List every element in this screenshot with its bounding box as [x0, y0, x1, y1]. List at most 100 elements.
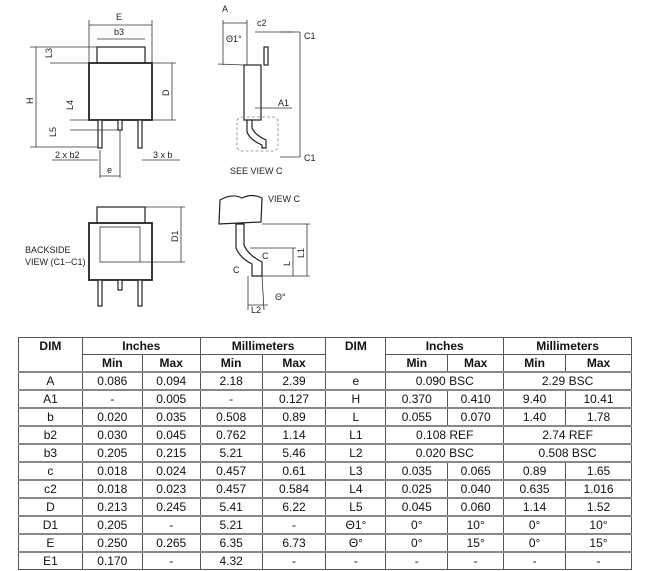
inches-span-cell: 0.090 BSC [385, 371, 505, 391]
inches-min-cell: - [81, 389, 143, 409]
inches-max-cell: 0.070 [447, 407, 505, 427]
mm-min-cell: 0.635 [503, 479, 567, 499]
package-drawing: E b3 L3 H D L4 L5 2 x b2 3 x b e A c2 C1… [25, 4, 316, 315]
mm-max-cell: 1.52 [565, 497, 632, 517]
dimensions-table: DIM Inches Millimeters DIM Inches Millim… [18, 337, 632, 570]
mm-max-cell: 10° [565, 515, 632, 535]
mm-span-cell: 2.29 BSC [503, 371, 632, 391]
label-theta1: Θ1° [226, 34, 242, 44]
mm-max-cell: 1.016 [565, 479, 632, 499]
mm-min-cell: 0.89 [503, 461, 567, 481]
dim-cell: E1 [18, 551, 83, 570]
inches-min-cell: 0.170 [81, 551, 143, 570]
dim-cell: Θ1° [325, 515, 387, 535]
mm-max-cell: 15° [565, 533, 632, 553]
mm-min-cell: 5.41 [199, 497, 263, 517]
label-L4: L4 [65, 100, 75, 110]
mm-max-cell: - [565, 551, 632, 570]
header-max: Max [141, 354, 201, 373]
side-view: A c2 C1 C1 Θ1° A1 SEE VIEW C [217, 4, 316, 176]
mm-min-cell: 0.762 [199, 425, 263, 445]
inches-min-cell: 0.018 [81, 479, 143, 499]
mm-min-cell: 0° [503, 515, 567, 535]
mm-max-cell: 0.89 [261, 407, 327, 427]
dim-cell: c [18, 461, 83, 481]
inches-min-cell: 0° [385, 533, 449, 553]
inches-max-cell: 0.040 [447, 479, 505, 499]
mm-max-cell: 1.78 [565, 407, 632, 427]
mm-max-cell: 1.14 [261, 425, 327, 445]
inches-max-cell: 0.024 [141, 461, 201, 481]
label-backside: BACKSIDE [25, 245, 71, 255]
inches-max-cell: 0.245 [141, 497, 201, 517]
header-dim: DIM [18, 337, 83, 373]
inches-min-cell: 0.205 [81, 443, 143, 463]
mm-min-cell: 0.457 [199, 479, 263, 499]
mm-span-cell: 2.74 REF [503, 425, 632, 445]
mm-min-cell: 9.40 [503, 389, 567, 409]
mm-min-cell: 0.508 [199, 407, 263, 427]
mm-max-cell: - [261, 515, 327, 535]
view-c: VIEW C L1 L C C Θ° L2 [218, 194, 310, 315]
inches-max-cell: 0.060 [447, 497, 505, 517]
inches-max-cell: 0.023 [141, 479, 201, 499]
inches-max-cell: 0.065 [447, 461, 505, 481]
inches-min-cell: 0.086 [81, 371, 143, 391]
dim-cell: b [18, 407, 83, 427]
dim-cell: b3 [18, 443, 83, 463]
label-view-c: VIEW C [268, 194, 301, 204]
header-min: Min [503, 354, 567, 373]
label-A: A [222, 4, 228, 14]
label-C-a: C [262, 251, 269, 261]
inches-span-cell: 0.020 BSC [385, 443, 505, 463]
inches-max-cell: 0.045 [141, 425, 201, 445]
mm-min-cell: - [199, 389, 263, 409]
label-3xb: 3 x b [153, 150, 173, 160]
mm-max-cell: 1.65 [565, 461, 632, 481]
dim-cell: b2 [18, 425, 83, 445]
label-e: e [107, 165, 112, 175]
header-max: Max [565, 354, 632, 373]
label-L: L [282, 261, 292, 266]
inches-min-cell: 0.030 [81, 425, 143, 445]
inches-max-cell: 10° [447, 515, 505, 535]
header-max: Max [447, 354, 505, 373]
label-E: E [116, 12, 122, 22]
label-L5: L5 [48, 127, 58, 137]
dim-cell: L [325, 407, 387, 427]
label-c2: c2 [257, 18, 267, 28]
table-subheader-row: Min Max Min Max Min Max Min Max [19, 354, 632, 373]
header-inches: Inches [385, 337, 505, 355]
dim-cell: D1 [18, 515, 83, 535]
mm-span-cell: 0.508 BSC [503, 443, 632, 463]
inches-max-cell: - [141, 551, 201, 570]
mm-min-cell: 1.14 [503, 497, 567, 517]
dim-cell: L1 [325, 425, 387, 445]
inches-max-cell: 0.005 [141, 389, 201, 409]
header-min: Min [81, 354, 143, 373]
table-header-row: DIM Inches Millimeters DIM Inches Millim… [18, 337, 632, 373]
inches-min-cell: 0.045 [385, 497, 449, 517]
mm-min-cell: 0.457 [199, 461, 263, 481]
mm-max-cell: 6.73 [261, 533, 327, 553]
inches-span-cell: 0.108 REF [385, 425, 505, 445]
inches-max-cell: 0.094 [141, 371, 201, 391]
inches-min-cell: 0° [385, 515, 449, 535]
dim-cell: Θ° [325, 533, 387, 553]
mm-max-cell: 2.39 [261, 371, 327, 391]
inches-min-cell: 0.370 [385, 389, 449, 409]
dim-cell: D [18, 497, 83, 517]
mm-min-cell: 2.18 [199, 371, 263, 391]
label-see-view-c: SEE VIEW C [230, 166, 283, 176]
dim-cell: A1 [18, 389, 83, 409]
inches-max-cell: 0.265 [141, 533, 201, 553]
mm-max-cell: 0.61 [261, 461, 327, 481]
inches-min-cell: - [385, 551, 449, 570]
label-2xb2: 2 x b2 [55, 150, 80, 160]
label-view-c1-c1: VIEW (C1--C1) [25, 257, 86, 267]
